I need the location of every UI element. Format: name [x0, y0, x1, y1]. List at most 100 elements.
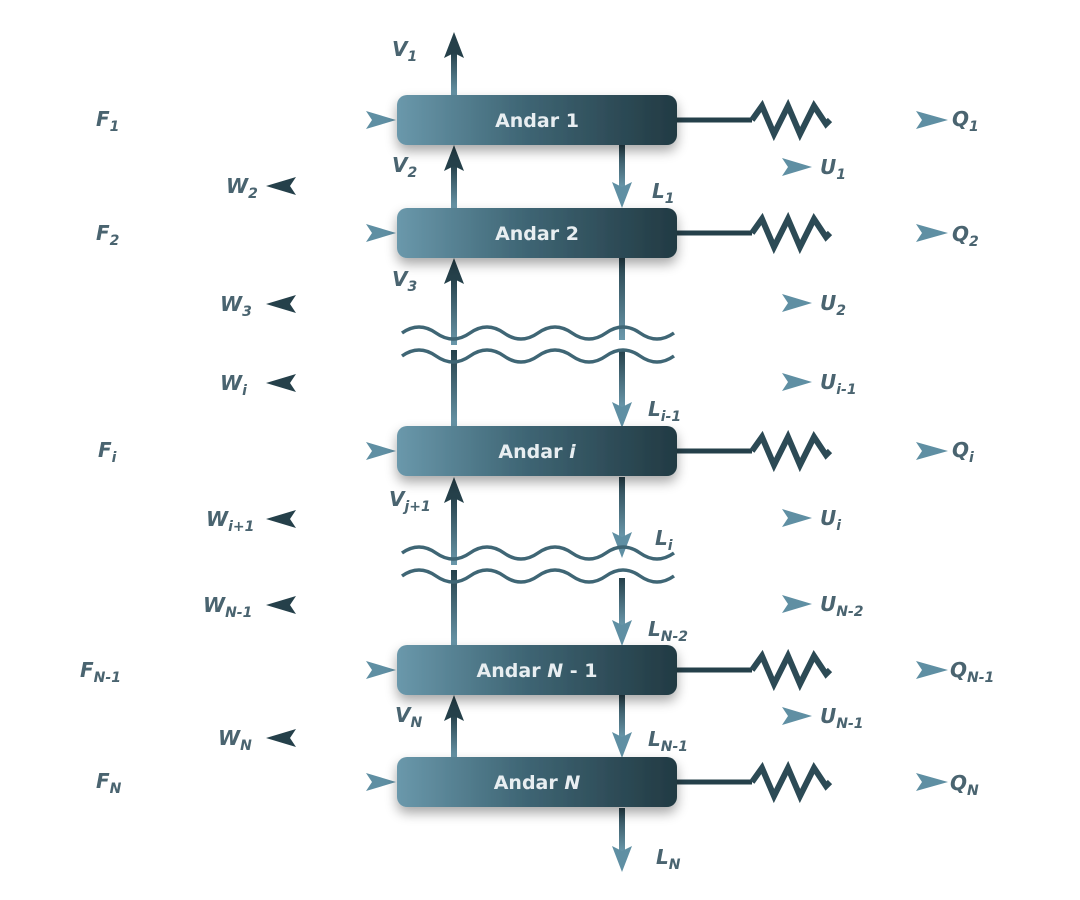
label-QN1: QN-1 [950, 658, 994, 686]
heat-Q2 [676, 211, 948, 255]
sidedraw-WN-1 [266, 596, 454, 614]
label-V3: V3 [392, 267, 417, 295]
arrowhead-right-icon [366, 773, 396, 791]
arrowhead-left-icon [266, 177, 296, 195]
arrowhead-down-icon [612, 182, 632, 208]
stage-box [397, 95, 677, 145]
label-U1: U1 [820, 155, 846, 183]
label-L1: L1 [652, 179, 675, 207]
heat-QN-1 [676, 648, 948, 692]
vapor-VN-1-line [451, 570, 457, 646]
sidedraw-Ui [622, 509, 812, 527]
resistor-icon [749, 429, 833, 473]
label-FN: FN [96, 769, 122, 797]
arrowhead-right-icon [916, 111, 948, 129]
arrowhead-right-icon [782, 595, 812, 613]
stage-s2: Andar 2 [397, 208, 677, 258]
label-Qi: Qi [952, 438, 974, 466]
sidedraw-Ui-1 [622, 373, 812, 391]
arrowhead-right-icon [366, 111, 396, 129]
stage-s1: Andar 1 [397, 95, 677, 145]
sidedraw-U2 [622, 294, 812, 312]
arrowhead-right-icon [366, 224, 396, 242]
stage-label: Andar N - 1 [477, 660, 598, 682]
liquid-L2-line [619, 258, 625, 340]
stage-box [397, 426, 677, 476]
label-U2: U2 [820, 291, 846, 319]
resistor-icon [749, 98, 833, 142]
liquid-Li [612, 477, 632, 558]
label-LN2: LN-2 [648, 617, 688, 645]
resistor-icon [749, 211, 833, 255]
arrowhead-up-icon [444, 477, 464, 503]
liquid-Li-1 [612, 350, 632, 428]
arrowhead-right-icon [782, 373, 812, 391]
arrowhead-up-icon [444, 258, 464, 284]
arrowhead-up-icon [444, 695, 464, 721]
arrowhead-up-icon [444, 145, 464, 171]
arrowhead-down-icon [612, 732, 632, 758]
vapor-Vi-line [451, 350, 457, 428]
stage-box [397, 757, 677, 807]
stage-si: Andar i [397, 426, 677, 476]
stages: Andar 1 Andar 2 Andar i Andar N - 1 Andar N [397, 95, 677, 807]
vapor-V2 [444, 145, 464, 208]
sidedraw-WN [266, 729, 454, 747]
sidedraw-U1 [622, 158, 812, 176]
resistor-icon [749, 760, 833, 804]
label-Vj1: Vj+1 [389, 487, 431, 515]
sidedraw-Wi+1 [266, 510, 454, 528]
liquid-LN-1 [612, 695, 632, 758]
label-W2: W2 [226, 174, 258, 202]
arrowhead-down-icon [612, 402, 632, 428]
arrowhead-right-icon [916, 773, 948, 791]
heat-Qi [676, 429, 948, 473]
vapor-VN [444, 695, 464, 758]
vapor-V3 [444, 258, 464, 345]
label-Li1: Li-1 [648, 397, 681, 425]
arrowhead-right-icon [916, 224, 948, 242]
stage-sn1: Andar N - 1 [397, 645, 677, 695]
label-Q1: Q1 [952, 107, 979, 135]
feed-F2 [132, 224, 396, 242]
stage-sn: Andar N [397, 757, 677, 807]
sidedraw-UN-2 [622, 595, 812, 613]
feed-F1 [132, 111, 396, 129]
arrowhead-left-icon [266, 596, 296, 614]
arrowhead-right-icon [916, 442, 948, 460]
arrowhead-right-icon [916, 661, 948, 679]
label-UN2: UN-2 [820, 592, 864, 620]
stage-label: Andar N [494, 772, 581, 794]
vapor-Vj+1 [444, 477, 464, 565]
stage-box [397, 645, 677, 695]
arrowhead-down-icon [612, 532, 632, 558]
sidedraw-W3 [266, 295, 454, 313]
label-Ui: Ui [820, 506, 841, 534]
arrowhead-up-icon [444, 32, 464, 58]
arrowhead-right-icon [782, 158, 812, 176]
label-UN1: UN-1 [820, 704, 864, 732]
label-Wi1: Wi+1 [206, 507, 254, 535]
label-V2: V2 [392, 153, 417, 181]
arrowhead-right-icon [782, 707, 812, 725]
feed-FN [132, 773, 396, 791]
arrowhead-left-icon [266, 374, 296, 392]
stage-label: Andar i [498, 441, 576, 463]
break-wave-lower-1 [400, 545, 676, 561]
sidedraw-Wi [266, 374, 454, 392]
feed-FN-1 [132, 661, 396, 679]
stage-label: Andar 2 [495, 223, 579, 245]
arrowhead-right-icon [366, 442, 396, 460]
stream-labels: V1V2V3Vj+1VNF1F2FiFN-1FNW2W3WiWi+1WN-1WN… [80, 37, 994, 873]
label-F1: F1 [96, 107, 119, 135]
label-LN: LN [656, 845, 681, 873]
label-W3: W3 [220, 292, 252, 320]
arrowhead-right-icon [782, 509, 812, 527]
label-FN1: FN-1 [80, 658, 121, 686]
break-wave-upper-2 [400, 348, 676, 364]
liquid-LN-2 [612, 578, 632, 646]
label-Fi: Fi [98, 438, 117, 466]
break-wave-lower-2 [400, 568, 676, 584]
break-wave-upper-1 [400, 325, 676, 341]
